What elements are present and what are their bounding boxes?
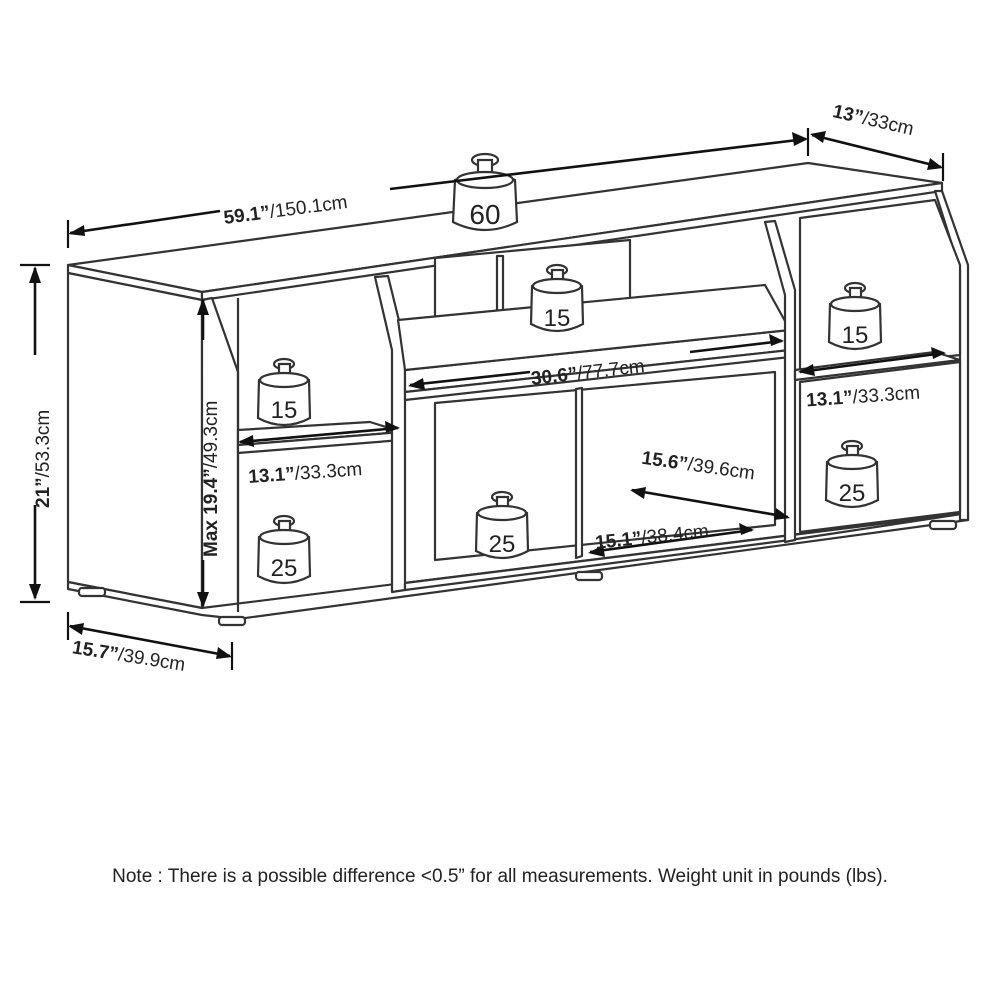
- left-side-panel: [66, 271, 204, 610]
- weight-top: 60: [451, 152, 519, 232]
- weight-center-upper: 15: [529, 263, 585, 333]
- dim-depth-base: 15.7”/39.9cm: [66, 612, 234, 676]
- measurement-note: Note : There is a possible difference <0…: [112, 866, 888, 887]
- weight-label-left-lower: 25: [271, 555, 298, 582]
- weight-label-right-upper: 15: [842, 322, 869, 349]
- dim-depth-base-metric: /39.9cm: [117, 645, 187, 676]
- dim-center-shelf: 30.6”/77.7cm: [408, 334, 784, 390]
- dim-right-shelf-metric: /33.3cm: [852, 383, 921, 409]
- dim-height-max-imperial: Max 19.4”: [201, 468, 222, 557]
- weight-left-lower: 25: [256, 514, 312, 585]
- dim-right-center-lower-imperial: 15.1”: [594, 528, 642, 554]
- svg-text:Max 19.4”/49.3cm: Max 19.4”/49.3cm: [201, 401, 222, 557]
- svg-text:13.1”/33.3cm: 13.1”/33.3cm: [806, 383, 921, 412]
- center-bottom-panel: [403, 511, 970, 592]
- weight-left-upper: 15: [256, 357, 312, 427]
- weight-center-left-lower: 25: [474, 490, 530, 560]
- right-back-panel: [798, 198, 962, 374]
- weight-right-upper: 15: [827, 281, 883, 351]
- weight-label-center-left-lower: 25: [489, 531, 516, 558]
- foot-back-left: [77, 586, 107, 598]
- svg-text:15.7”/39.9cm: 15.7”/39.9cm: [71, 637, 187, 676]
- svg-text:15.6”/39.6cm: 15.6”/39.6cm: [640, 448, 756, 485]
- dim-center-shelf-imperial: 30.6”: [530, 364, 579, 390]
- dim-right-center-upper: 15.6”/39.6cm: [630, 448, 790, 520]
- tv-stand-illustration: [66, 161, 970, 627]
- weight-right-lower: 25: [824, 439, 880, 509]
- dim-left-shelf: 13.1”/33.3cm: [238, 421, 400, 488]
- dim-height-max: Max 19.4”/49.3cm: [197, 298, 222, 608]
- dim-left-shelf-imperial: 13.1”: [248, 464, 296, 488]
- dim-width-total-metric: /150.1cm: [268, 192, 348, 223]
- weight-label-top: 60: [469, 199, 500, 230]
- right-center-divider: [763, 219, 797, 544]
- dim-depth-base-imperial: 15.7”: [71, 637, 120, 665]
- svg-text:30.6”/77.7cm: 30.6”/77.7cm: [530, 356, 646, 390]
- svg-text:13”/33cm: 13”/33cm: [831, 101, 916, 140]
- foot-center: [574, 570, 604, 582]
- svg-text:59.1”/150.1cm: 59.1”/150.1cm: [222, 192, 348, 229]
- dim-width-total-imperial: 59.1”: [222, 202, 271, 229]
- foot-front-left: [217, 615, 247, 627]
- svg-text:21”/53.3cm: 21”/53.3cm: [33, 410, 54, 508]
- right-upper-shelf: [793, 350, 962, 382]
- dim-right-shelf-imperial: 13.1”: [806, 387, 854, 411]
- svg-text:13.1”/33.3cm: 13.1”/33.3cm: [248, 459, 363, 488]
- center-lower-divider: [574, 386, 584, 560]
- weight-label-right-lower: 25: [839, 480, 866, 507]
- dim-right-shelf: 13.1”/33.3cm: [798, 347, 946, 411]
- dim-height-total-metric: /53.3cm: [33, 410, 54, 478]
- dim-height-total: 21”/53.3cm: [20, 263, 54, 604]
- weight-label-left-upper: 15: [271, 397, 298, 424]
- foot-right: [928, 519, 958, 531]
- dim-height-total-imperial: 21”: [33, 477, 54, 508]
- dim-left-shelf-metric: /33.3cm: [294, 459, 363, 485]
- dim-height-max-metric: /49.3cm: [201, 401, 222, 469]
- dim-depth-top-imperial: 13”: [831, 101, 866, 128]
- weight-label-center-upper: 15: [544, 305, 571, 332]
- dim-depth-top-metric: /33cm: [860, 108, 915, 140]
